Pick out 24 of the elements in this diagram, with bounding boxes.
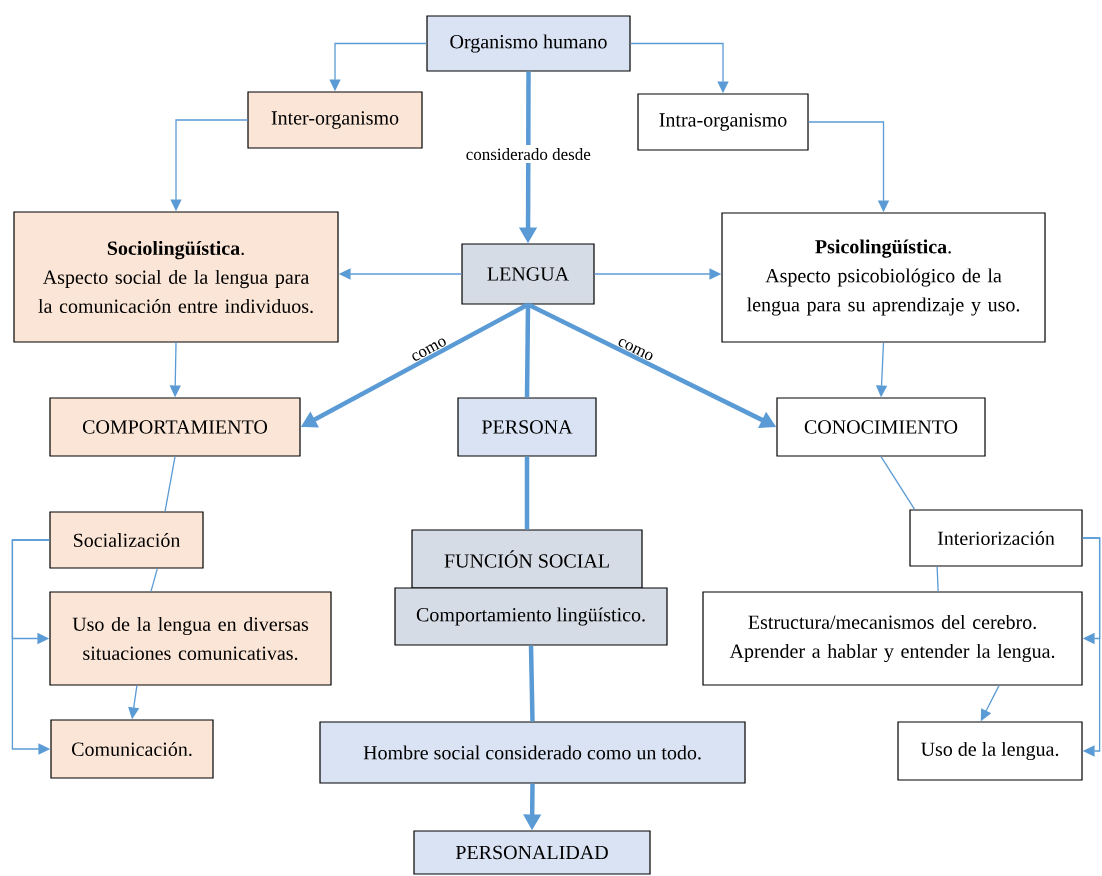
arrow xyxy=(11,539,51,755)
process-box: COMPORTAMIENTO xyxy=(49,397,301,457)
process-box: Psicolingüística. Aspecto psicobiológico de la lengua para su aprendizaje y uso. xyxy=(721,212,1046,343)
process-box: Sociolingüística. Aspecto social de la lengua para la comunicación entre individuos. xyxy=(13,211,339,343)
process-box: PERSONALIDAD xyxy=(413,830,651,875)
process-box: Intra-organismo xyxy=(637,93,809,151)
process-box: Hombre social considerado como un todo. xyxy=(319,721,746,784)
process-box: FUNCIÓN SOCIAL xyxy=(411,529,643,589)
edge-label: como xyxy=(412,338,446,361)
process-box: Uso de la lengua en diversas situaciones comunicativas. xyxy=(49,591,332,686)
arrow xyxy=(1081,537,1101,757)
process-box: Comportamiento lingüístico. xyxy=(394,587,668,646)
process-box: Organismo humano xyxy=(426,15,631,72)
process-box: Uso de la lengua. xyxy=(897,721,1083,781)
process-box: CONOCIMIENTO xyxy=(776,397,986,457)
process-box: LENGUA xyxy=(461,243,595,305)
process-box: PERSONA xyxy=(457,397,597,457)
process-box: Inter-organismo xyxy=(247,91,423,149)
edge-label: como xyxy=(618,338,653,361)
process-box: Comunicación. xyxy=(50,719,214,779)
edge-label: considerado desde xyxy=(466,148,591,161)
process-box: Socialización xyxy=(49,511,204,569)
process-box: Estructura/mecanismos del cerebro. Aprender a hablar y entender la lengua. xyxy=(702,591,1083,686)
process-box: Interiorización xyxy=(909,509,1083,567)
